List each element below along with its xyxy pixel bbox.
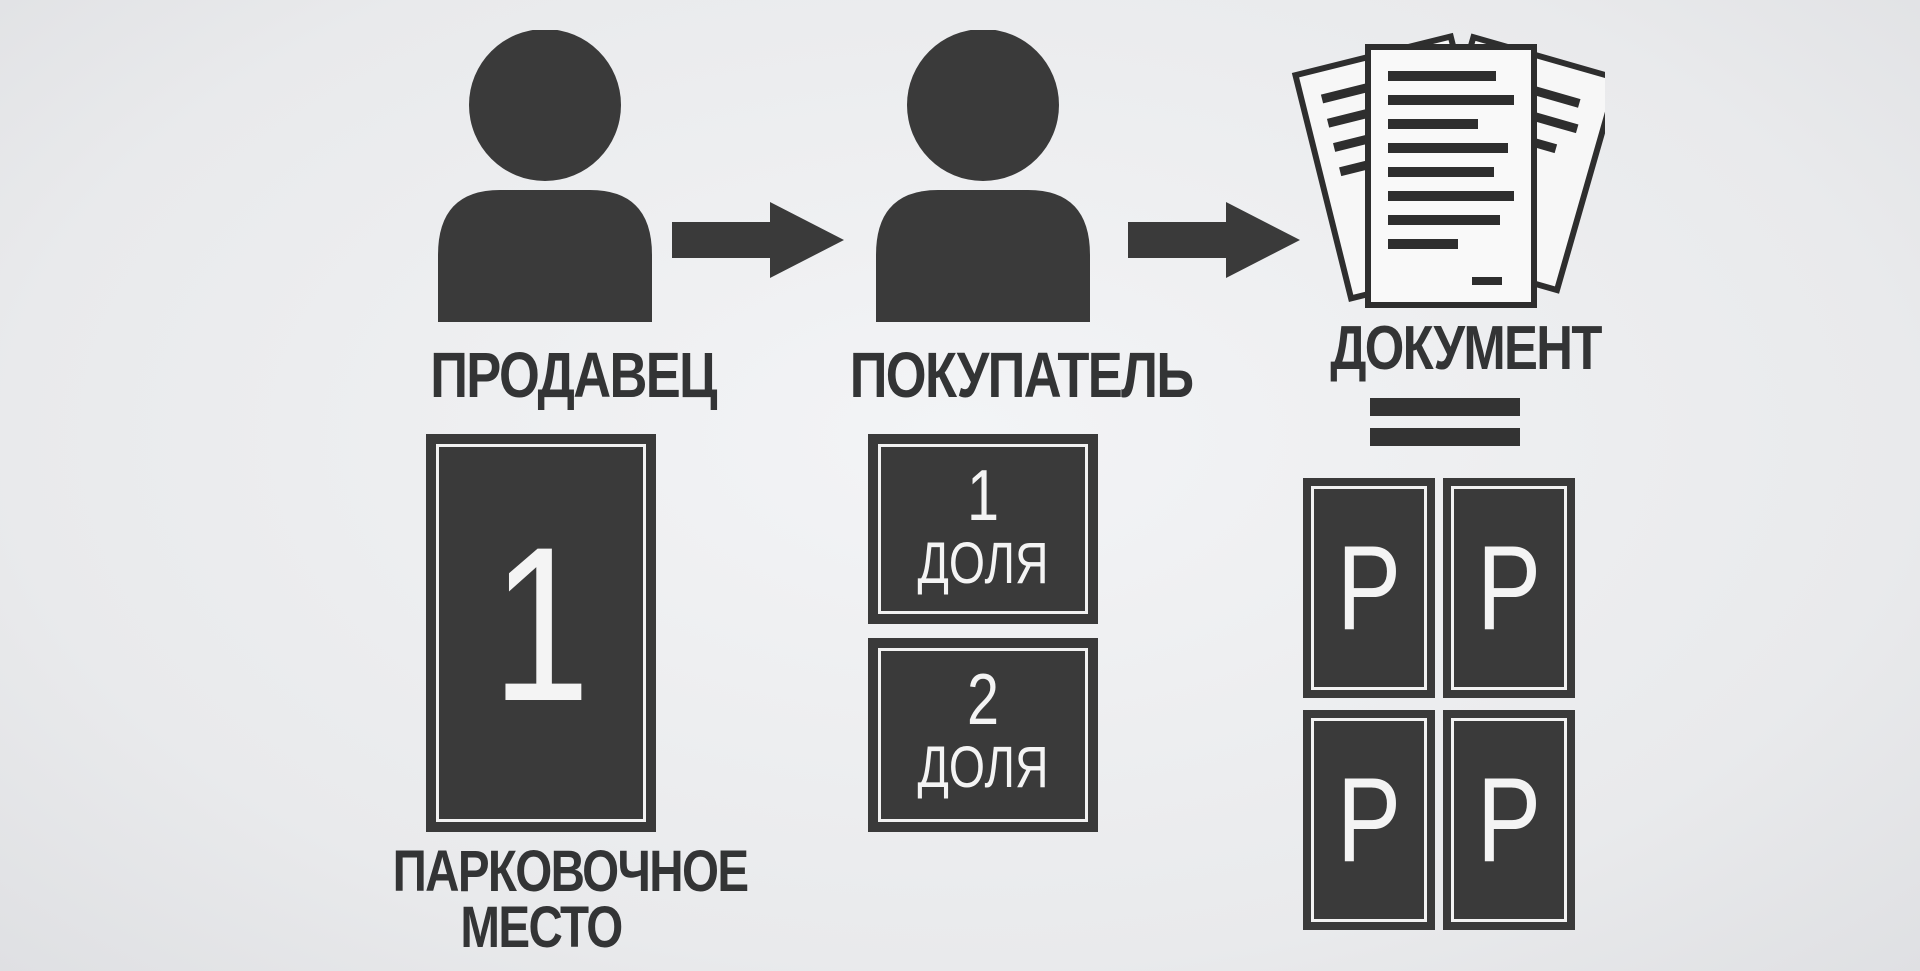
arrow-right-icon (672, 202, 844, 278)
arrow-right-icon (1128, 202, 1300, 278)
share-card-2: 2 ДОЛЯ (868, 638, 1098, 832)
parking-space-number: 1 (492, 501, 590, 747)
share-number: 2 (966, 660, 1000, 740)
parking-space-caption-line2: МЕСТО (460, 895, 623, 960)
document-label: ДОКУМЕНТ (1330, 314, 1602, 383)
parking-tile-letter: P (1336, 753, 1402, 887)
parking-tile-letter: P (1336, 521, 1402, 655)
parking-tile: P (1303, 710, 1435, 930)
share-card-1: 1 ДОЛЯ (868, 434, 1098, 624)
parking-space-card: 1 (426, 434, 656, 832)
parking-space-caption-line1: ПАРКОВОЧНОЕ (392, 839, 750, 904)
share-word: ДОЛЯ (917, 735, 1049, 800)
equals-icon (1370, 398, 1520, 453)
buyer-label: ПОКУПАТЕЛЬ (849, 339, 1194, 411)
documents-icon (1291, 32, 1605, 308)
share-word: ДОЛЯ (917, 531, 1049, 596)
parking-tile: P (1443, 478, 1575, 698)
parking-tile-letter: P (1476, 521, 1542, 655)
parking-tile: P (1303, 478, 1435, 698)
seller-person-icon (438, 30, 652, 322)
parking-tile-letter: P (1476, 753, 1542, 887)
seller-label: ПРОДАВЕЦ (430, 339, 717, 411)
buyer-person-icon (876, 30, 1090, 322)
parking-tile: P (1443, 710, 1575, 930)
share-number: 1 (966, 456, 1000, 536)
